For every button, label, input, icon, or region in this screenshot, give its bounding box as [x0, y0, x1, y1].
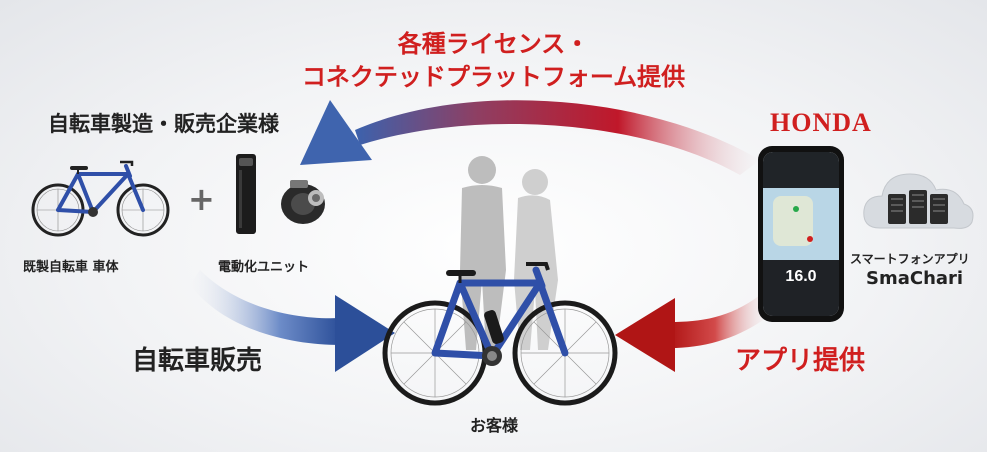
customer-ebike-image: [382, 262, 618, 406]
app-screen: 16.0: [763, 152, 839, 316]
bicycle-frame-image: [31, 160, 170, 237]
app-provide-label: アプリ提供: [735, 346, 866, 376]
app-header: [763, 152, 839, 188]
frame-label: 既製自転車 車体: [23, 260, 119, 275]
honda-logo: HONDA: [770, 108, 872, 137]
title-line-2: コネクテッドプラットフォーム提供: [301, 63, 686, 91]
customer-label: お客様: [470, 416, 519, 435]
maker-label: 自転車製造・販売企業様: [48, 112, 279, 136]
smartphone-image: 16.0: [758, 146, 844, 322]
right-arrow: [615, 295, 770, 372]
licenses-platform-title: 各種ライセンス・ コネクテッドプラットフォーム提供: [0, 28, 987, 94]
app-map: [763, 188, 839, 260]
app-name: SmaChari: [866, 268, 964, 289]
plus-sign: +: [188, 180, 215, 218]
app-caption: スマートフォンアプリ: [850, 252, 970, 266]
electric-unit-image: [236, 154, 325, 234]
unit-label: 電動化ユニット: [218, 260, 310, 275]
app-speedometer: 16.0: [763, 260, 839, 316]
speed-readout: 16.0: [785, 268, 817, 285]
top-arrow: [300, 100, 760, 175]
bicycle-sales-label: 自転車販売: [132, 346, 263, 376]
cloud-server-icon: [863, 173, 974, 229]
left-arrow: [190, 270, 395, 372]
title-line-1: 各種ライセンス・: [397, 30, 590, 58]
